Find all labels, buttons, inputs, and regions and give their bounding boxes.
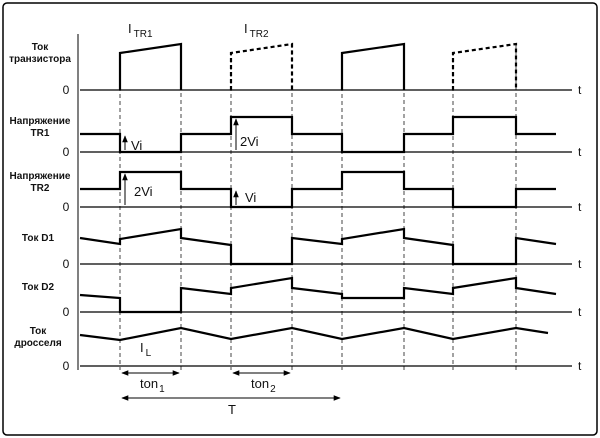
waveform-transistor-current	[118, 42, 518, 90]
annotation-itr1-sub: TR1	[134, 29, 153, 40]
pulse-itr1-first	[118, 42, 183, 90]
label-ton1-sub: 1	[159, 384, 165, 395]
annotation-itr2-sub: TR2	[250, 29, 269, 40]
annotation-itr2-main: I	[244, 21, 248, 36]
pulse-itr2-first	[229, 42, 294, 90]
zero-label-row2: 0	[63, 145, 70, 159]
label-choke-current-line1: Ток	[30, 326, 48, 337]
label-tr1-voltage-line2: TR1	[31, 128, 50, 139]
label-choke-current-line2: дросселя	[14, 338, 61, 349]
annotation-2vi-tr1: 2Vi	[240, 134, 259, 149]
label-ton2: ton2	[251, 376, 276, 395]
annotation-itr1-main: I	[128, 21, 132, 36]
t-label-row3: t	[578, 200, 582, 214]
row-labels: Ток транзистора Напряжение TR1 Напряжени…	[9, 42, 71, 349]
waveform-d1-current	[79, 227, 557, 266]
label-ton2-main: ton	[251, 376, 269, 391]
label-ton2-sub: 2	[270, 384, 276, 395]
t-label-row2: t	[578, 145, 582, 159]
label-d1-current: Ток D1	[22, 233, 55, 244]
label-tr-current-line1: Ток	[32, 42, 50, 53]
label-tr2-voltage-line1: Напряжение	[10, 171, 71, 182]
waveform-tr1-voltage	[80, 115, 556, 154]
annotation-vi-tr1: Vi	[131, 138, 142, 153]
pulse-itr1-second	[340, 42, 406, 90]
label-ton1: ton1	[140, 376, 165, 395]
zero-label-row4: 0	[63, 257, 70, 271]
t-label-row6: t	[578, 359, 582, 373]
zero-label-row6: 0	[63, 359, 70, 373]
label-d2-current: Ток D2	[22, 282, 55, 293]
label-period: T	[228, 402, 236, 417]
t-label-row1: t	[578, 83, 582, 97]
zero-label-row5: 0	[63, 305, 70, 319]
waveform-choke-current	[79, 326, 549, 342]
annotation-il-main: I	[140, 340, 144, 355]
label-tr1-voltage-line1: Напряжение	[10, 116, 71, 127]
label-tr2-voltage-line2: TR2	[31, 183, 50, 194]
annotation-2vi-tr2: 2Vi	[134, 184, 153, 199]
zero-label-row3: 0	[63, 200, 70, 214]
label-tr-current-line2: транзистора	[9, 54, 71, 65]
waveform-tr2-voltage	[80, 170, 556, 209]
label-ton1-main: ton	[140, 376, 158, 391]
voltage-arrows	[122, 118, 239, 205]
time-intervals: ton1 ton2 T	[121, 370, 341, 417]
waveform-d2-current	[79, 276, 557, 314]
annotation-vi-tr2: Vi	[245, 190, 256, 205]
pulse-itr2-second	[451, 42, 518, 90]
t-label-row5: t	[578, 305, 582, 319]
annotation-il-sub: L	[146, 348, 152, 359]
zero-label-row1: 0	[63, 83, 70, 97]
t-label-row4: t	[578, 257, 582, 271]
